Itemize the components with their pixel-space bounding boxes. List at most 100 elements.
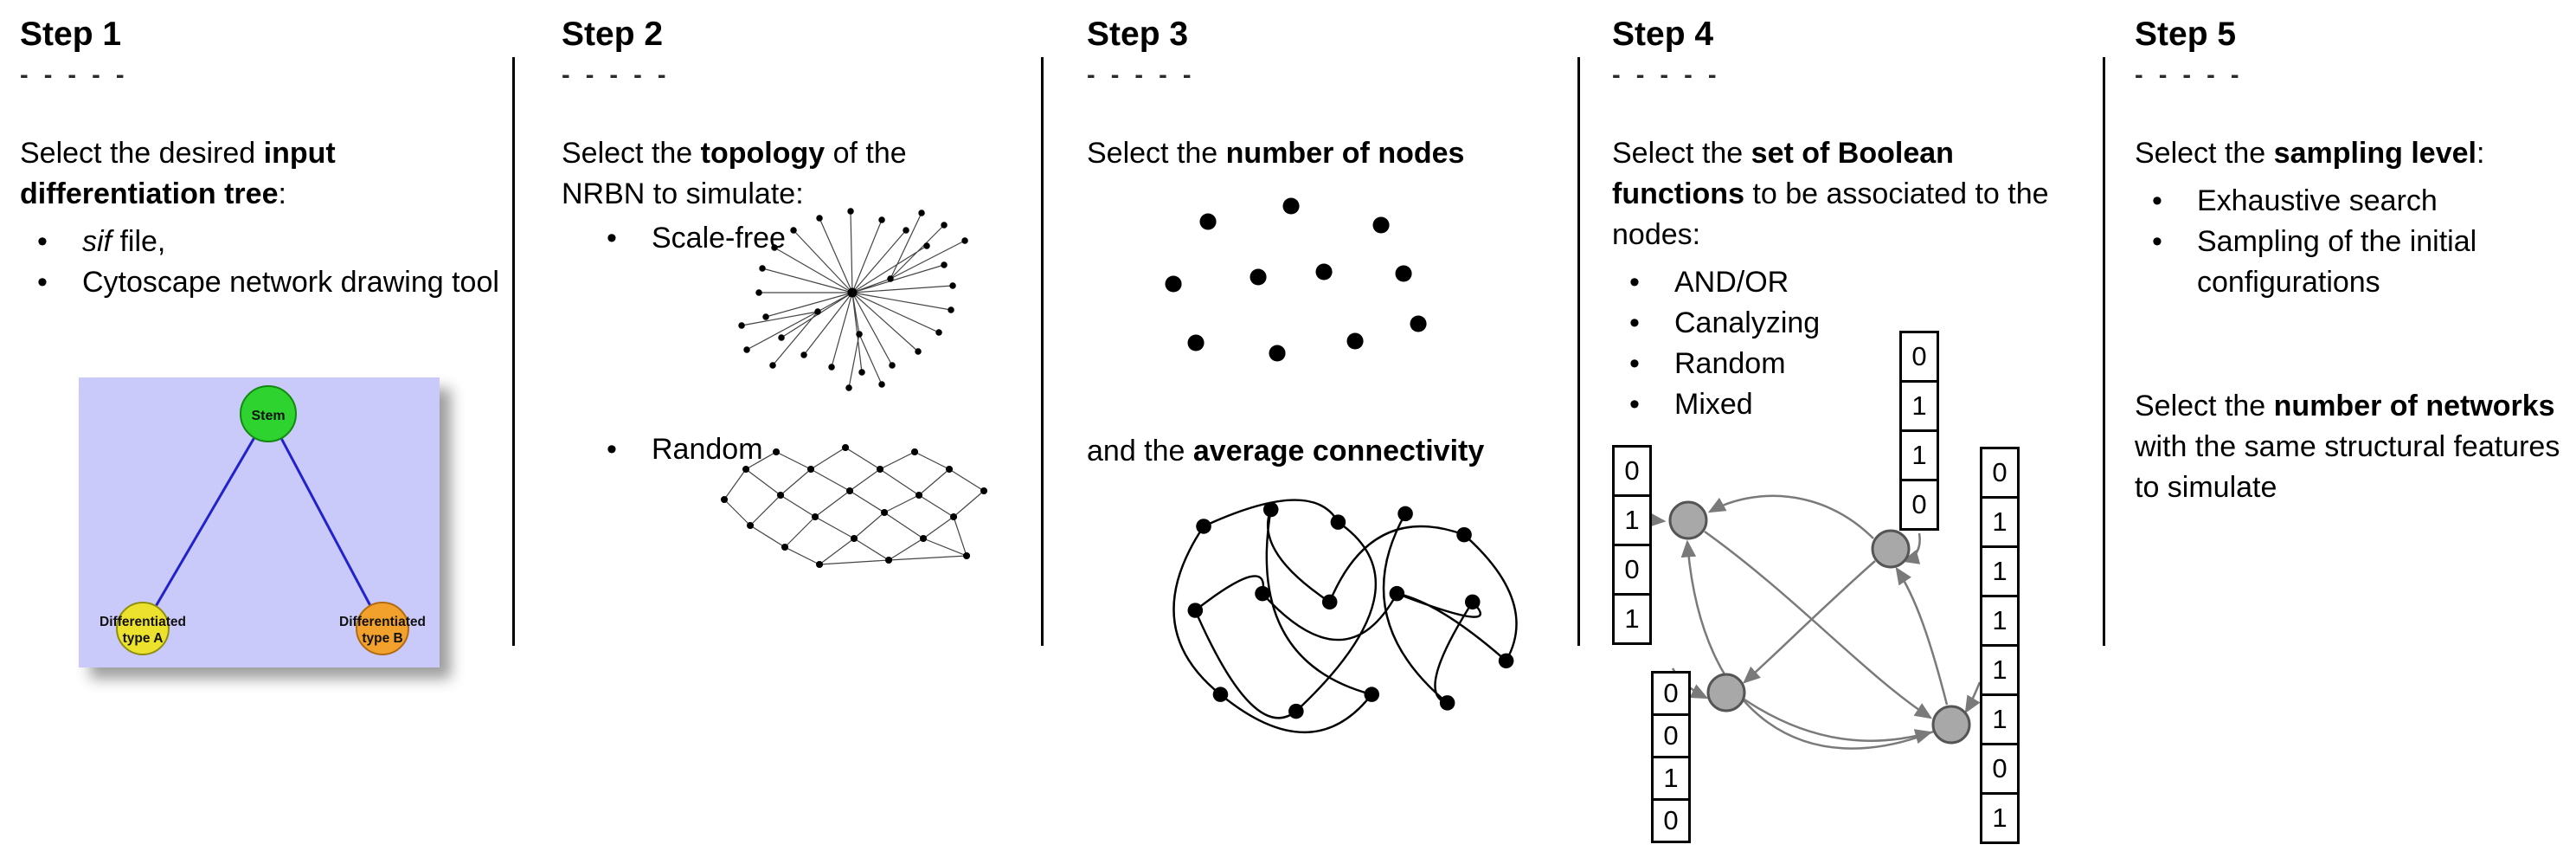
text-segment: to be associated to the nodes: bbox=[1612, 177, 2049, 251]
step-3-line1: Select the number of nodes bbox=[1087, 133, 1569, 174]
list-item: Random bbox=[1612, 344, 2094, 384]
truth-table-cell: 0 bbox=[1651, 798, 1691, 843]
text-segment: : bbox=[278, 177, 286, 210]
text-segment: Select the bbox=[562, 137, 701, 170]
type-a-node bbox=[116, 602, 170, 655]
option-scale-free: Scale-free bbox=[589, 218, 786, 259]
step-2-intro: Select the topology of the NRBN to simul… bbox=[562, 133, 987, 215]
step-5-dashed-separator: - - - - - bbox=[2135, 61, 2244, 89]
truth-table-cell: 1 bbox=[1980, 792, 2020, 844]
truth-table-cell: 1 bbox=[1612, 593, 1652, 645]
truth-table-cell: 1 bbox=[1980, 595, 2020, 647]
differentiation-tree-svg: Stem Differentiated type A Differentiate… bbox=[79, 377, 440, 667]
truth-table-cell: 1 bbox=[1651, 756, 1691, 801]
list-item: Canalyzing bbox=[1612, 303, 2094, 344]
text-segment: : bbox=[2476, 137, 2485, 170]
step-1-title: Step 1 bbox=[20, 16, 122, 53]
column-divider bbox=[1577, 57, 1580, 646]
text-segment-bold: sampling level bbox=[2273, 137, 2476, 170]
text-segment: and the bbox=[1087, 435, 1193, 467]
step-3-title: Step 3 bbox=[1087, 16, 1189, 53]
step-3-dashed-separator: - - - - - bbox=[1087, 61, 1196, 89]
truth-table-cell: 0 bbox=[1651, 671, 1691, 716]
truth-table-cell: 0 bbox=[1612, 445, 1652, 497]
network-node-1 bbox=[1668, 500, 1708, 540]
column-divider bbox=[512, 57, 515, 646]
type-a-label-line1: Differentiated bbox=[100, 615, 186, 629]
list-item: Cytoscape network drawing tool bbox=[20, 262, 504, 303]
truth-table-cell: 1 bbox=[1980, 644, 2020, 696]
truth-table-cell: 0 bbox=[1651, 713, 1691, 758]
boolean-network-graphic bbox=[1648, 494, 1982, 750]
text-segment: Select the bbox=[1087, 137, 1226, 170]
text-segment: Select the bbox=[2135, 390, 2274, 422]
tree-edge-left bbox=[141, 413, 270, 629]
step-4-intro: Select the set of Boolean functions to b… bbox=[1612, 133, 2049, 255]
option-random: Random bbox=[589, 429, 763, 470]
truth-table-cell: 1 bbox=[1980, 693, 2020, 745]
truth-table-cell: 1 bbox=[1899, 380, 1939, 432]
type-a-label-line2: type A bbox=[123, 631, 164, 646]
column-divider bbox=[1041, 57, 1044, 646]
hub-node bbox=[847, 287, 858, 298]
text-segment: Select the bbox=[2135, 137, 2274, 170]
network-node-3 bbox=[1706, 673, 1746, 712]
stem-node-label: Stem bbox=[251, 409, 285, 423]
list-item: sif file, bbox=[20, 222, 504, 262]
stem-node bbox=[240, 385, 297, 442]
text-segment: Canalyzing bbox=[1674, 306, 1821, 339]
truth-table-cell: 0 bbox=[1612, 544, 1652, 596]
text-segment: Random bbox=[652, 433, 763, 466]
step-2-panel: Step 2 - - - - - Select the topology of … bbox=[515, 0, 1041, 851]
scale-free-network-graphic bbox=[738, 208, 968, 391]
nodes-dots-graphic bbox=[1165, 197, 1427, 362]
list-item: Exhaustive search bbox=[2135, 181, 2571, 222]
step-2-dashed-separator: - - - - - bbox=[562, 61, 671, 89]
text-segment: of the NRBN to simulate: bbox=[562, 137, 907, 210]
text-segment-bold: set of Boolean functions bbox=[1612, 137, 1954, 210]
text-segment: Mixed bbox=[1674, 388, 1753, 421]
step-5-intro: Select the sampling level: bbox=[2135, 133, 2571, 174]
step-1-dashed-separator: - - - - - bbox=[20, 61, 129, 89]
step-1-options: sif file, Cytoscape network drawing tool bbox=[20, 222, 504, 303]
network-arrows bbox=[1648, 494, 1982, 750]
text-segment-bold: average connectivity bbox=[1192, 435, 1485, 467]
truth-table-cell: 0 bbox=[1980, 447, 2020, 499]
text-segment-bold: number of nodes bbox=[1225, 137, 1465, 170]
text-segment: Cytoscape network drawing tool bbox=[82, 266, 499, 299]
truth-table-cell: 1 bbox=[1980, 496, 2020, 548]
step-5-options: Exhaustive search Sampling of the initia… bbox=[2135, 181, 2571, 303]
list-item: Mixed bbox=[1612, 384, 2094, 425]
list-item: AND/OR bbox=[1612, 262, 2094, 303]
text-segment-bold: input differentiation tree bbox=[20, 137, 336, 210]
differentiation-tree-graphic: Stem Differentiated type A Differentiate… bbox=[79, 377, 440, 667]
network-node-2 bbox=[1871, 529, 1911, 569]
text-segment: Exhaustive search bbox=[2197, 184, 2438, 217]
text-segment: file, bbox=[112, 225, 166, 258]
text-segment: AND/OR bbox=[1674, 266, 1789, 299]
type-b-node bbox=[356, 602, 409, 655]
step-1-panel: Step 1 - - - - - Select the desired inpu… bbox=[0, 0, 512, 851]
step-3-line2: and the average connectivity bbox=[1087, 431, 1484, 472]
text-segment: Random bbox=[1674, 347, 1786, 380]
text-segment-bold: number of networks bbox=[2273, 390, 2555, 422]
step-5-second-paragraph: Select the number of networks with the s… bbox=[2135, 386, 2571, 508]
text-segment: Select the bbox=[1612, 137, 1751, 170]
step-4-title: Step 4 bbox=[1612, 16, 1714, 53]
step-3-panel: Step 3 - - - - - Select the number of no… bbox=[1044, 0, 1577, 851]
network-node-4 bbox=[1931, 705, 1971, 745]
text-segment-italic: sif bbox=[82, 225, 112, 258]
text-segment: Select the desired bbox=[20, 137, 264, 170]
connectivity-tangle-graphic bbox=[1172, 499, 1518, 733]
truth-table-cell: 0 bbox=[1899, 331, 1939, 383]
truth-table-cell: 0 bbox=[1899, 479, 1939, 531]
list-item: Sampling of the initial configurations bbox=[2135, 222, 2571, 303]
truth-table-cell: 1 bbox=[1980, 545, 2020, 597]
truth-table-cell: 1 bbox=[1899, 429, 1939, 481]
random-network-graphic bbox=[721, 444, 988, 568]
text-segment: Scale-free bbox=[652, 222, 786, 255]
